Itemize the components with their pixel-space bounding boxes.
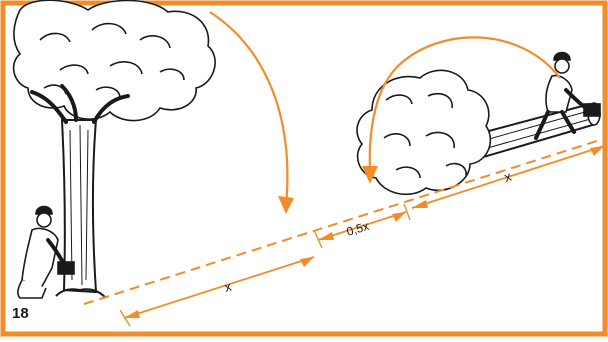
figure-number: 18 — [12, 305, 29, 322]
